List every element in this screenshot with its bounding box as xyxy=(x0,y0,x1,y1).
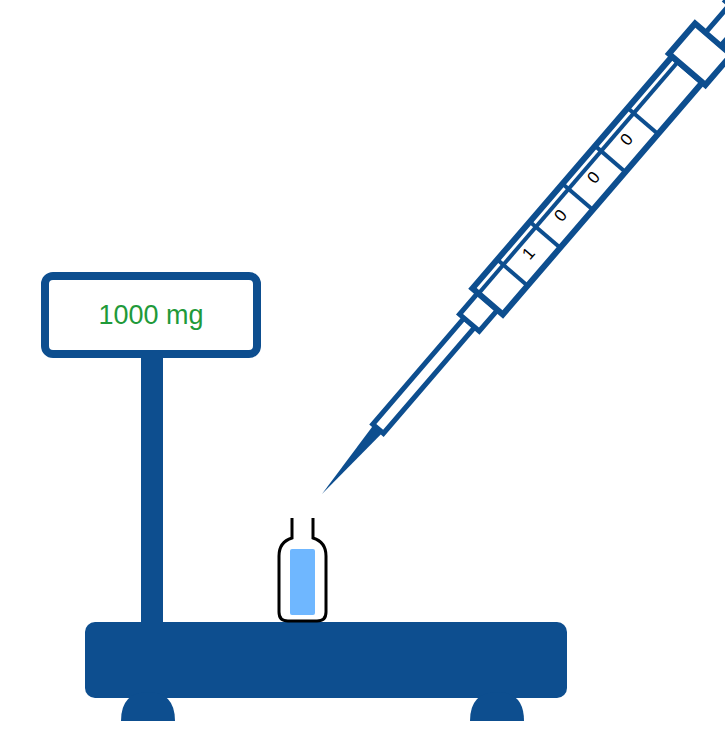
vial xyxy=(279,518,326,621)
pipette-body xyxy=(472,56,702,314)
pipette-divider xyxy=(562,184,592,210)
pipette xyxy=(304,0,725,510)
pipette-button xyxy=(722,0,725,25)
scale-pole xyxy=(141,355,163,627)
pipette-plunger xyxy=(706,7,725,46)
scale-foot xyxy=(121,692,175,721)
pipette-divider xyxy=(595,146,625,172)
display-reading: 1000 mg xyxy=(98,300,203,331)
pipette-divider xyxy=(628,108,658,134)
vial-liquid xyxy=(290,549,315,615)
pipette-shaft xyxy=(373,318,475,433)
display-box: 1000 mg xyxy=(41,272,261,358)
scale-foot xyxy=(470,692,524,721)
pipette-divider xyxy=(530,222,560,248)
pipette-divider xyxy=(497,260,527,286)
pipette-tip xyxy=(317,423,383,498)
pipette-window-edge xyxy=(479,62,679,294)
scale-platform xyxy=(85,622,567,698)
